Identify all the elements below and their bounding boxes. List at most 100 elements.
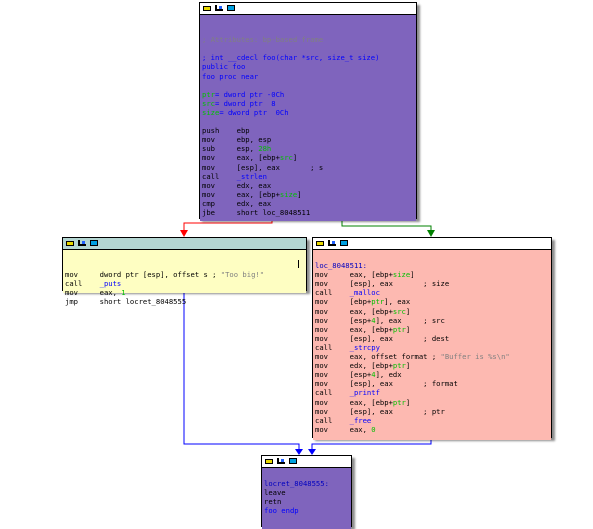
code-line[interactable]: mov edx, eax xyxy=(202,181,414,190)
code-line[interactable]: mov eax, [ebp+size] xyxy=(202,190,414,199)
block-titlebar xyxy=(200,3,416,15)
code-line[interactable]: mov eax, offset format ; "Buffer is %s\n… xyxy=(315,352,549,361)
code-line[interactable]: foo endp xyxy=(264,506,349,515)
code-line[interactable]: mov [esp], eax ; s xyxy=(202,163,414,172)
code-line[interactable] xyxy=(202,17,414,26)
code-token: mov eax, [ebp+ xyxy=(315,270,393,280)
code-line[interactable] xyxy=(202,117,414,126)
code-token: ptr xyxy=(392,324,406,334)
chart-icon[interactable] xyxy=(78,240,86,246)
code-token: push ebp xyxy=(202,126,250,136)
code-token: sub esp, xyxy=(202,144,259,154)
code-line[interactable]: mov [esp], eax ; format xyxy=(315,379,549,388)
code-line[interactable]: src= dword ptr 8 xyxy=(202,99,414,108)
code-line[interactable]: mov eax, 1 xyxy=(65,288,304,297)
code-token: mov dword ptr [esp], offset s ; xyxy=(65,270,221,280)
code-line[interactable] xyxy=(315,252,549,261)
edge-fall-right-arrowhead xyxy=(308,449,316,455)
code-line[interactable]: mov eax, [ebp+src] xyxy=(202,153,414,162)
code-line[interactable]: mov eax, [ebp+ptr] xyxy=(315,325,549,334)
block-code: loc_8048511:mov eax, [ebp+size]mov [esp]… xyxy=(313,250,551,440)
code-line[interactable]: call _strlen xyxy=(202,172,414,181)
block-code: ; Attributes: bp-based frame ; int __cdec… xyxy=(200,15,416,221)
code-line[interactable]: mov eax, [ebp+size] xyxy=(315,270,549,279)
code-line[interactable]: push ebp xyxy=(202,126,414,135)
code-token: _printf xyxy=(349,388,380,398)
chart-icon[interactable] xyxy=(277,458,285,464)
overview-icon[interactable] xyxy=(340,240,348,246)
code-line[interactable]: ; Attributes: bp-based frame xyxy=(202,35,414,44)
code-line[interactable]: foo proc near xyxy=(202,72,414,81)
block-loc-8048511[interactable]: loc_8048511:mov eax, [ebp+size]mov [esp]… xyxy=(312,237,552,440)
code-line[interactable]: call _strcpy xyxy=(315,343,549,352)
code-token: _strcpy xyxy=(349,342,380,352)
code-line[interactable]: loc_8048511: xyxy=(315,261,549,270)
code-line[interactable]: mov [esp], eax ; ptr xyxy=(315,407,549,416)
code-token: jmp short locret_8048555 xyxy=(65,297,187,307)
code-line[interactable]: jmp short locret_8048555 xyxy=(65,297,304,306)
code-line[interactable]: retn xyxy=(264,497,349,506)
code-token: ] xyxy=(405,397,411,407)
code-line[interactable]: cmp edx, eax xyxy=(202,199,414,208)
code-token: mov eax, [ebp+ xyxy=(315,397,393,407)
code-line[interactable]: mov [esp+4], eax ; src xyxy=(315,316,549,325)
code-line[interactable]: mov eax, [ebp+src] xyxy=(315,307,549,316)
block-too-big[interactable]: mov dword ptr [esp], offset s ; "Too big… xyxy=(62,237,307,306)
code-line[interactable]: mov eax, [ebp+ptr] xyxy=(315,398,549,407)
code-token: ] xyxy=(405,324,411,334)
code-line[interactable] xyxy=(202,44,414,53)
code-line[interactable]: mov dword ptr [esp], offset s ; "Too big… xyxy=(65,270,304,279)
code-token: mov [esp], eax ; ptr xyxy=(315,406,445,416)
code-token: call xyxy=(65,279,100,289)
chart-icon[interactable] xyxy=(215,5,223,11)
code-line[interactable]: mov ebp, esp xyxy=(202,135,414,144)
code-line[interactable]: public foo xyxy=(202,62,414,71)
edge-false-arrowhead xyxy=(180,230,188,237)
code-token: mov [esp], eax ; size xyxy=(315,279,450,289)
code-line[interactable]: ; int __cdecl foo(char *src, size_t size… xyxy=(202,53,414,62)
code-line[interactable]: ptr= dword ptr -0Ch xyxy=(202,90,414,99)
code-line[interactable]: call _puts xyxy=(65,279,304,288)
code-line[interactable] xyxy=(202,26,414,35)
overview-icon[interactable] xyxy=(90,240,98,246)
graph-icon[interactable] xyxy=(265,458,273,464)
code-token: size xyxy=(392,270,411,280)
code-line[interactable]: size= dword ptr 0Ch xyxy=(202,108,414,117)
code-token: = dword ptr 8 xyxy=(214,98,276,108)
chart-icon[interactable] xyxy=(328,240,336,246)
code-token: _free xyxy=(349,415,372,425)
code-line[interactable]: mov [esp], eax ; dest xyxy=(315,334,549,343)
code-line[interactable]: call _printf xyxy=(315,388,549,397)
code-token: ] xyxy=(405,306,411,316)
graph-icon[interactable] xyxy=(203,5,211,11)
code-line[interactable]: mov [esp+4], edx xyxy=(315,370,549,379)
code-line[interactable]: locret_8048555: xyxy=(264,479,349,488)
code-line[interactable]: sub esp, 28h xyxy=(202,144,414,153)
graph-icon[interactable] xyxy=(66,240,74,246)
code-line[interactable]: call _free xyxy=(315,416,549,425)
code-token: size xyxy=(279,189,298,199)
code-token: src xyxy=(202,98,215,108)
code-token: mov [esp+ xyxy=(315,370,372,380)
code-token: ptr xyxy=(392,361,406,371)
edge-true-arrowhead xyxy=(427,230,435,237)
code-line[interactable]: mov edx, [ebp+ptr] xyxy=(315,361,549,370)
code-line[interactable] xyxy=(264,470,349,479)
code-line[interactable]: mov eax, 0 xyxy=(315,425,549,434)
block-titlebar xyxy=(63,238,306,250)
code-line[interactable]: call _malloc xyxy=(315,288,549,297)
code-line[interactable]: mov [esp], eax ; size xyxy=(315,279,549,288)
code-line[interactable]: jbe short loc_8048511 xyxy=(202,208,414,217)
code-token: mov eax, xyxy=(315,424,372,434)
overview-icon[interactable] xyxy=(289,458,297,464)
overview-icon[interactable] xyxy=(227,5,235,11)
code-line[interactable]: leave xyxy=(264,488,349,497)
code-line[interactable]: mov [ebp+ptr], eax xyxy=(315,297,549,306)
code-token: locret_8048555: xyxy=(264,479,329,489)
code-line[interactable] xyxy=(202,81,414,90)
code-token: 1 xyxy=(121,288,126,298)
block-foo-entry[interactable]: ; Attributes: bp-based frame ; int __cdec… xyxy=(199,2,417,221)
graph-icon[interactable] xyxy=(316,240,324,246)
code-token: ; Attributes: bp-based frame xyxy=(202,35,324,45)
